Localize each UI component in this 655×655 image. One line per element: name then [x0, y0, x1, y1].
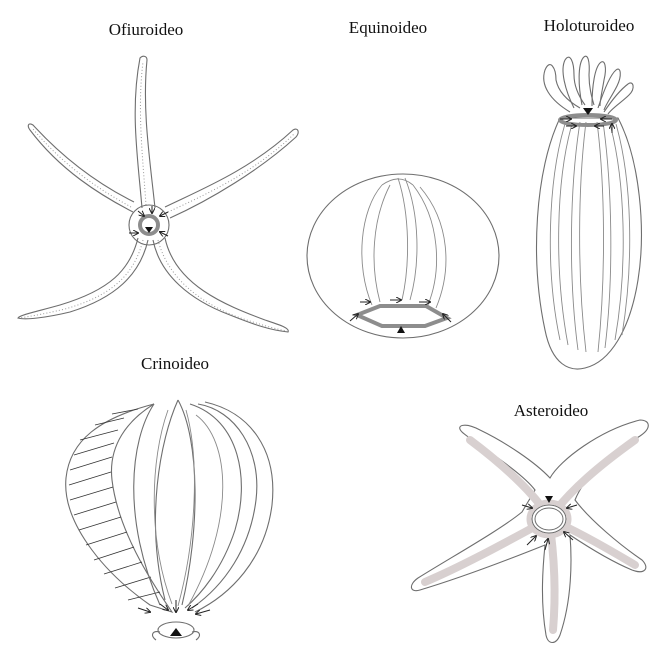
ofiuroideo-arrow — [138, 211, 144, 216]
equinoideo-water-ring — [357, 306, 447, 326]
holoturoideo-drawing — [537, 56, 642, 369]
ofiuroideo-arms — [18, 56, 298, 332]
ofiuroideo-disc — [129, 205, 169, 245]
ofiuroideo-drawing — [18, 56, 298, 332]
asteroideo-drawing — [411, 420, 648, 643]
holoturoideo-body — [537, 118, 642, 369]
holoturoideo-water-ring — [560, 115, 616, 125]
asteroideo-water-ring — [535, 508, 563, 530]
holoturoideo-tentacles — [544, 56, 633, 114]
equinoideo-canal — [362, 185, 382, 305]
crinoideo-drawing — [66, 400, 273, 640]
equinoideo-drawing — [307, 174, 499, 338]
crinoideo-madreporite-marker — [170, 628, 182, 636]
